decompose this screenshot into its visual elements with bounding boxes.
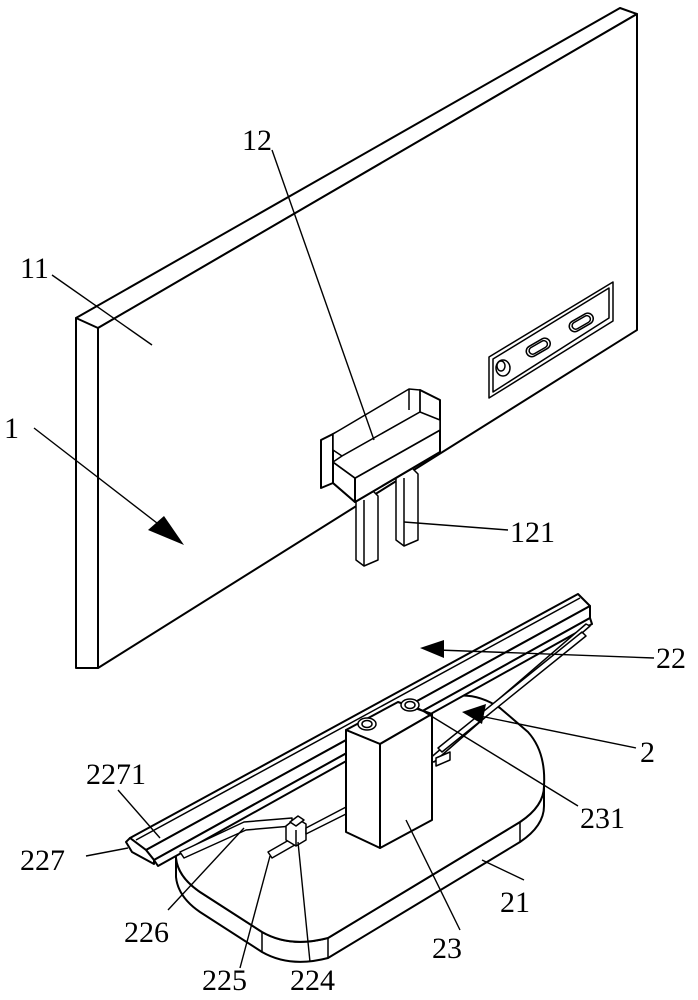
label-1: 1	[4, 412, 19, 445]
support-arm-b	[437, 631, 587, 753]
label-2: 2	[640, 736, 655, 769]
label-224: 224	[290, 964, 335, 997]
label-11: 11	[20, 252, 49, 285]
mounting-block	[320, 388, 441, 567]
label-2271: 2271	[86, 758, 146, 791]
display-panel	[75, 7, 638, 669]
panel-side-face	[75, 309, 99, 669]
pin-right	[395, 467, 419, 547]
column	[345, 698, 433, 849]
label-22: 22	[656, 642, 686, 675]
label-23: 23	[432, 932, 462, 965]
label-226: 226	[124, 916, 169, 949]
panel-back-face	[97, 13, 638, 669]
label-12: 12	[242, 124, 272, 157]
leader-lines	[33, 149, 655, 969]
pin-left	[355, 489, 379, 567]
reference-labels: 1 11 12 121 22 2 231 21 23 2271 227 226 …	[4, 124, 686, 997]
label-227: 227	[20, 844, 65, 877]
linkage	[179, 623, 591, 859]
label-225: 225	[202, 964, 247, 997]
column-right-face	[379, 713, 433, 849]
label-121: 121	[510, 516, 555, 549]
label-21: 21	[500, 886, 530, 919]
column-left-face	[345, 729, 381, 849]
label-231: 231	[580, 802, 625, 835]
port-plate	[488, 281, 614, 399]
